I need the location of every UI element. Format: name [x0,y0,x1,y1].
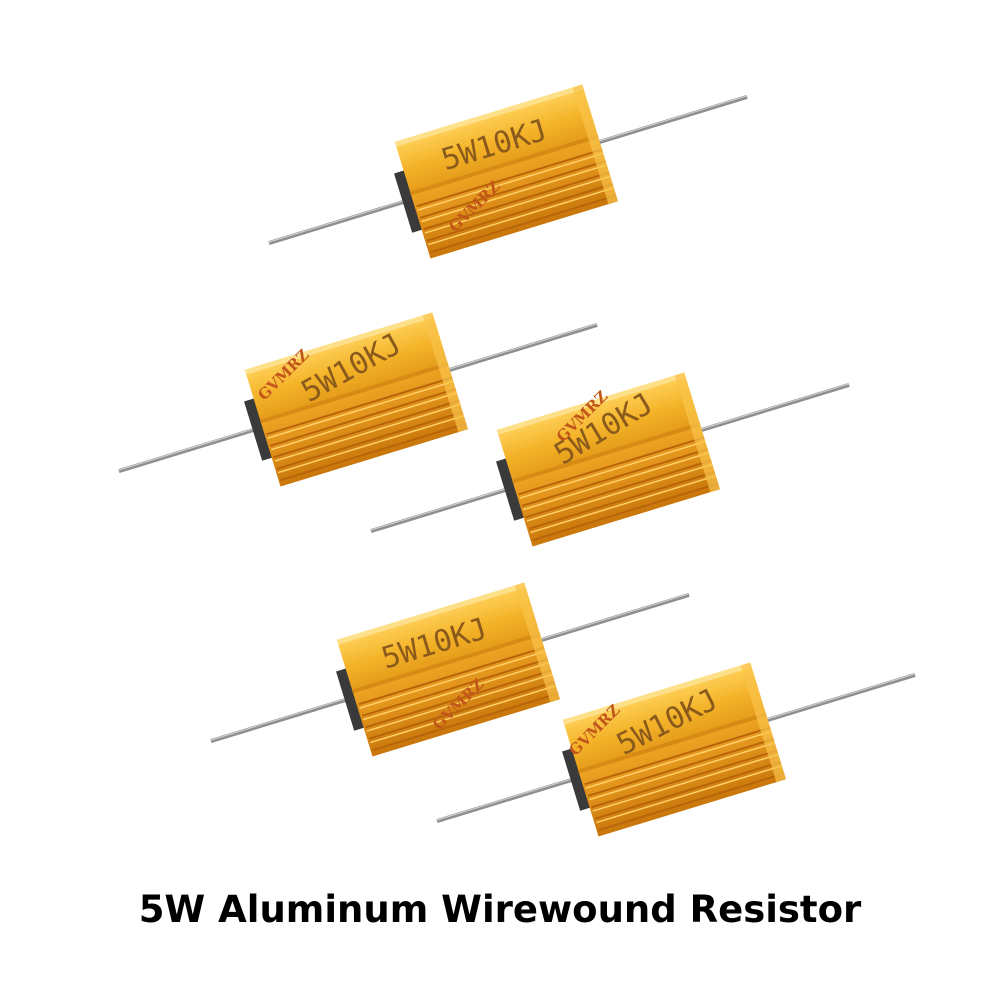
product-caption: 5W Aluminum Wirewound Resistor [138,888,862,931]
resistor-4: 5W10KJ GVMRZ [191,535,710,803]
resistor-1: 5W10KJ GVMRZ [249,37,768,305]
